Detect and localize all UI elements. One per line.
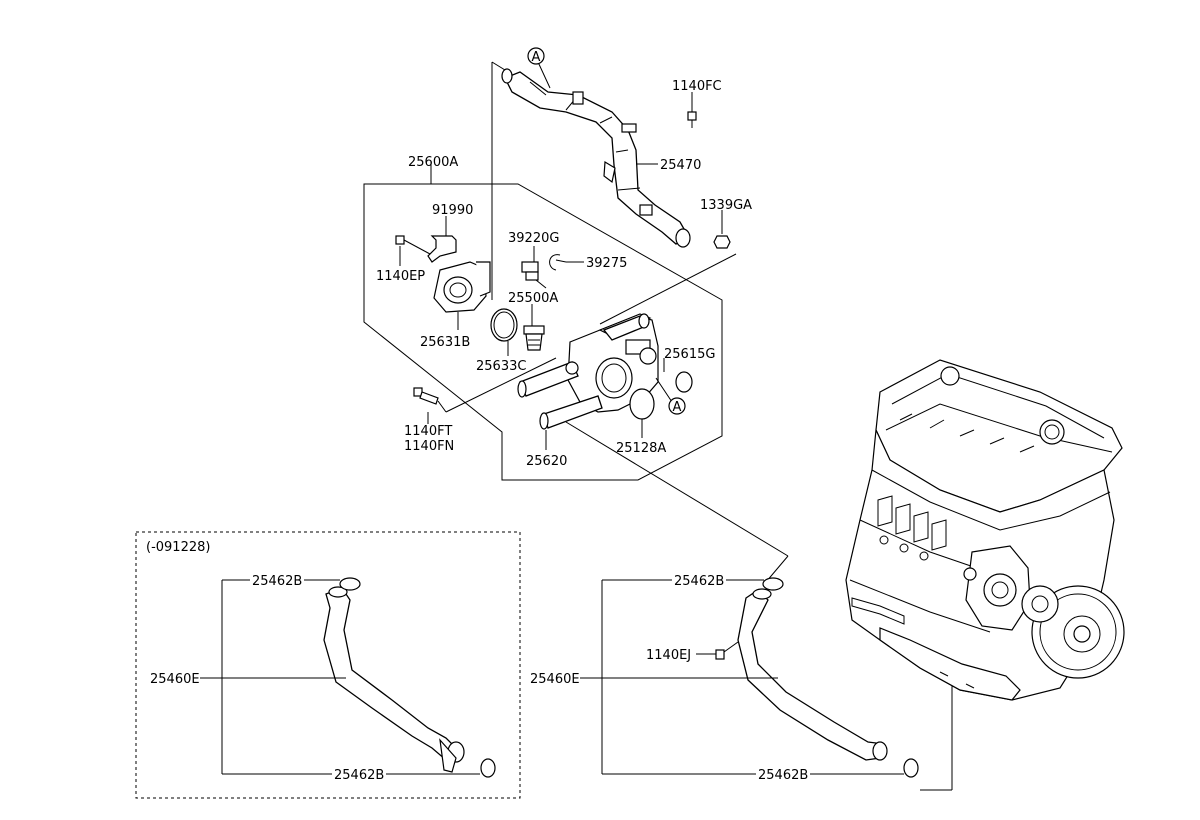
variant-box-label: (-091228) (146, 540, 210, 555)
callout-1339ga: 1339GA (700, 198, 752, 213)
thermostat-25500a[interactable]: 25500A (508, 291, 558, 351)
o-ring-25462b-main-top[interactable] (762, 577, 784, 591)
variant-box: (-091228) (135, 531, 521, 799)
callout-25633c: 25633C (476, 359, 526, 374)
o-ring-25462b-variant-top[interactable] (339, 577, 361, 591)
water-pipe-25470[interactable] (501, 68, 691, 248)
bolt-1140ep[interactable]: 1140EP (376, 235, 431, 284)
callout-25631b: 25631B (420, 335, 470, 350)
callout-1140ft: 1140FT (404, 424, 452, 439)
gasket-25633c[interactable]: 25633C (476, 308, 526, 374)
bolt-1140fc[interactable]: 1140FC (672, 79, 722, 128)
callout-25615g: 25615G (664, 347, 715, 362)
callout-main-25460e: 25460E (530, 672, 580, 687)
bolt-1140ft[interactable]: 1140FT 1140FN (404, 387, 454, 454)
hose-25460e-variant[interactable] (323, 586, 465, 773)
thermostat-housing[interactable] (517, 313, 659, 430)
callout-1140fn: 1140FN (404, 439, 454, 454)
reference-a-top: A (527, 47, 551, 89)
hose-25460e-main[interactable] (737, 588, 888, 761)
callout-a-top: A (532, 50, 541, 65)
callout-25500a: 25500A (508, 291, 558, 306)
callout-39220g: 39220G (508, 231, 559, 246)
reference-a-housing: A (655, 377, 686, 415)
o-ring-25128a[interactable]: 25128A (616, 388, 666, 456)
callout-variant-25462b-top: 25462B (252, 574, 302, 589)
bracket-91990[interactable]: 91990 (427, 203, 473, 263)
callout-91990: 91990 (432, 203, 473, 218)
callout-25128a: 25128A (616, 441, 666, 456)
callout-main-25462b-top: 25462B (674, 574, 724, 589)
engine-assembly (845, 359, 1125, 701)
callout-1140ej: 1140EJ (646, 648, 691, 663)
o-ring-25462b-variant-bottom[interactable] (480, 758, 496, 778)
callout-variant-25460e: 25460E (150, 672, 200, 687)
callout-25600a: 25600A (408, 155, 458, 170)
callout-39275: 39275 (586, 256, 627, 271)
callout-1140ep: 1140EP (376, 269, 425, 284)
o-ring-25462b-main-bottom[interactable] (903, 758, 919, 778)
callout-25620: 25620 (526, 454, 567, 469)
temp-sensor-39220g[interactable]: 39220G (508, 231, 559, 289)
thermostat-cover-25631b[interactable]: 25631B (420, 261, 491, 350)
callout-1140fc: 1140FC (672, 79, 722, 94)
bolt-1140ej[interactable]: 1140EJ (646, 641, 739, 663)
clip-39275[interactable]: 39275 (549, 254, 628, 271)
callout-a-housing: A (673, 400, 682, 415)
group-outline-25600a (363, 61, 789, 583)
callout-variant-25462b-bottom: 25462B (334, 768, 384, 783)
callout-25470: 25470 (660, 158, 701, 173)
gasket-25615g[interactable]: 25615G (663, 347, 715, 393)
nut-1339ga[interactable]: 1339GA (700, 198, 752, 249)
callout-main-25462b-bottom: 25462B (758, 768, 808, 783)
